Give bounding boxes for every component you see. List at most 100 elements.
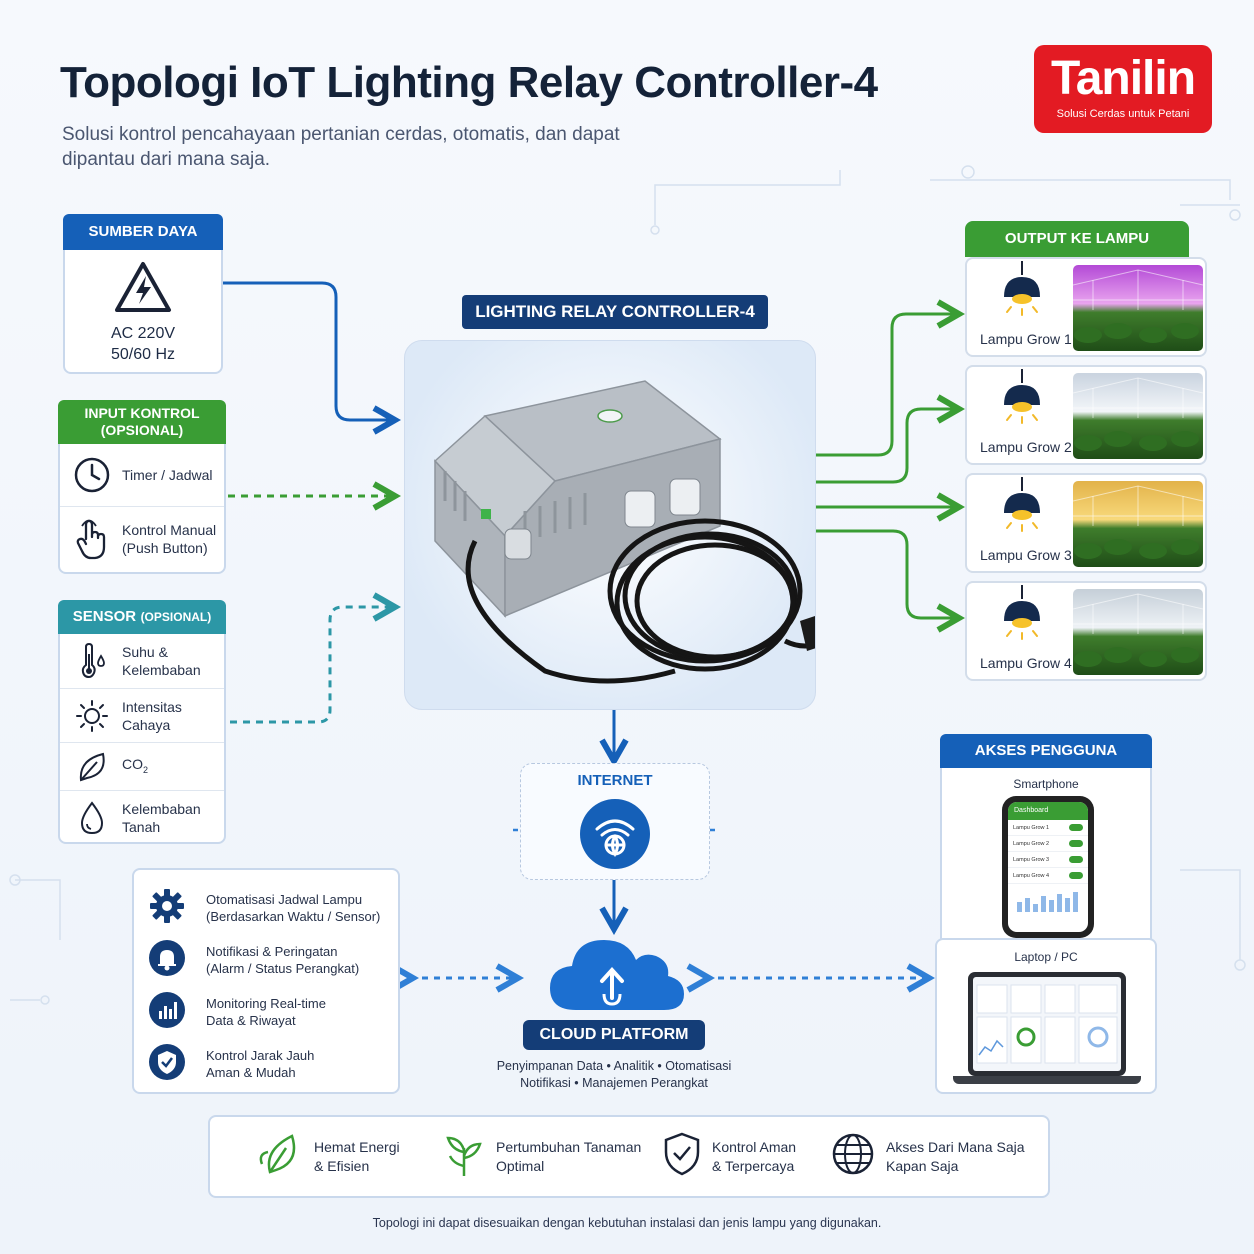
bell-icon	[148, 939, 192, 982]
input-title-line1: INPUT KONTROL	[84, 405, 200, 421]
lamp-link-4	[814, 529, 956, 618]
power-link	[222, 281, 392, 420]
sensor-item-line1: Intensitas	[122, 698, 182, 715]
greenhouse-photo	[1073, 265, 1203, 351]
power-title: SUMBER DAYA	[63, 214, 223, 250]
sensor-co2-label: CO	[122, 755, 143, 772]
smartphone-label: Smartphone	[1013, 777, 1079, 791]
sensor-card: SENSOR (OPSIONAL) Suhu & Kelembaban Inte…	[58, 600, 226, 844]
input-item-line1: Kontrol Manual	[122, 521, 217, 538]
input-item-timer: Timer / Jadwal	[60, 444, 224, 506]
high-voltage-icon	[65, 260, 221, 319]
thermometer-icon	[72, 642, 112, 680]
lamp-output-1: Lampu Grow 1	[965, 257, 1207, 357]
logo-tagline: Solusi Cerdas untuk Petani	[1056, 108, 1190, 120]
toggle-switch[interactable]	[1069, 856, 1083, 863]
pendant-lamp-icon	[997, 261, 1047, 324]
access-title: AKSES PENGGUNA	[940, 734, 1152, 768]
gear-icon	[148, 887, 192, 930]
sensor-item-line2: Tanah	[122, 818, 161, 835]
lamp-output-label: Lampu Grow 1	[980, 331, 1072, 347]
phone-chart-icon	[1013, 888, 1083, 917]
shield-check-icon	[148, 1043, 192, 1086]
phone-dashboard-header: Dashboard	[1008, 802, 1088, 820]
drop-icon	[72, 800, 112, 836]
cloud-icon	[546, 930, 686, 1014]
user-access-phone-card: AKSES PENGGUNA Smartphone Dashboard Lamp…	[940, 734, 1152, 940]
leaf-icon	[72, 750, 112, 784]
phone-lamp-item: Lampu Grow 2	[1008, 836, 1088, 852]
sprout-icon	[442, 1130, 486, 1183]
output-title: OUTPUT KE LAMPU	[965, 221, 1189, 257]
relay-box-illustration	[433, 380, 837, 684]
power-voltage: AC 220V	[110, 325, 176, 342]
phone-lamp-label: Lampu Grow 1	[1013, 824, 1050, 831]
globe-icon	[830, 1131, 876, 1182]
benefit-line2: & Terpercaya	[712, 1157, 795, 1174]
lamp-output-4: Lampu Grow 4	[965, 581, 1207, 681]
lamp-link-2	[814, 409, 956, 484]
user-access-laptop-card: Laptop / PC	[935, 938, 1157, 1094]
benefit-line1: Kontrol Aman	[712, 1138, 797, 1155]
sensor-item-line1: Suhu &	[122, 644, 168, 660]
lamp-list: Lampu Grow 1 Lampu Grow 2 Lampu Grow 3 Lamp…	[965, 257, 1207, 687]
sun-icon	[72, 698, 112, 734]
sensor-item-line2: Kelembaban	[122, 662, 201, 678]
feature-item: Notifikasi & Peringatan(Alarm / Status P…	[148, 934, 398, 986]
internet-label: INTERNET	[577, 772, 653, 789]
cloud-desc-line1: Penyimpanan Data • Analitik • Otomatisas…	[496, 1059, 732, 1073]
power-source-card: SUMBER DAYA AC 220V 50/60 Hz	[63, 214, 223, 374]
toggle-switch[interactable]	[1069, 872, 1083, 879]
page-title: Topologi IoT Lighting Relay Controller-4	[60, 58, 878, 107]
toggle-switch[interactable]	[1069, 824, 1083, 831]
input-item-manual: Kontrol Manual (Push Button)	[60, 506, 224, 570]
controller-title: LIGHTING RELAY CONTROLLER-4	[462, 295, 768, 329]
hand-pointer-icon	[72, 517, 112, 561]
bar-chart-icon	[148, 991, 192, 1034]
benefit-line1: Akses Dari Mana Saja	[886, 1138, 1025, 1155]
benefit-item: Kontrol Aman & Terpercaya	[662, 1131, 830, 1182]
feature-list-card: Otomatisasi Jadwal Lampu(Berdasarkan Wak…	[132, 868, 400, 1094]
lamp-output-3: Lampu Grow 3	[965, 473, 1207, 573]
toggle-switch[interactable]	[1069, 840, 1083, 847]
feature-line1: Notifikasi & Peringatan	[206, 944, 338, 959]
greenhouse-photo	[1073, 373, 1203, 459]
benefit-line1: Pertumbuhan Tanaman	[496, 1138, 642, 1155]
sensor-item-soil: Kelembaban Tanah	[60, 790, 224, 844]
feature-line1: Kontrol Jarak Jauh	[206, 1048, 315, 1063]
benefit-line2: Kapan Saja	[886, 1157, 959, 1174]
sensor-co2-sub: 2	[143, 764, 149, 775]
phone-lamp-item: Lampu Grow 3	[1008, 852, 1088, 868]
controller-image-panel	[404, 340, 837, 710]
sensor-title-small: (OPSIONAL)	[140, 610, 212, 624]
lamp-output-2: Lampu Grow 2	[965, 365, 1207, 465]
sensor-item-light: Intensitas Cahaya	[60, 688, 224, 742]
sensor-title-main: SENSOR	[72, 608, 137, 625]
brand-logo: Tanilin Solusi Cerdas untuk Petani	[1034, 45, 1212, 133]
page-subtitle: Solusi kontrol pencahayaan pertanian cer…	[62, 124, 620, 170]
cloud-desc-line2: Notifikasi • Manajemen Perangkat	[520, 1076, 708, 1090]
sensor-title: SENSOR (OPSIONAL)	[58, 600, 226, 634]
input-item-label: Timer / Jadwal	[122, 467, 213, 483]
sensor-link	[230, 607, 392, 724]
sensor-item-co2: CO2	[60, 742, 224, 790]
input-title: INPUT KONTROL (OPSIONAL)	[58, 400, 226, 444]
benefit-item: Hemat Energi& Efisien	[256, 1130, 442, 1183]
clock-icon	[72, 456, 112, 494]
input-title-line2: (OPSIONAL)	[100, 422, 184, 438]
control-input-card: INPUT KONTROL (OPSIONAL) Timer / Jadwal …	[58, 400, 226, 574]
smartphone-mockup: Dashboard Lampu Grow 1 Lampu Grow 2 Lampu …	[1002, 796, 1094, 938]
input-item-line2: (Push Button)	[122, 539, 208, 556]
lamp-link-1	[814, 314, 956, 457]
internet-node: INTERNET	[520, 763, 710, 880]
logo-word: Tanilin	[1050, 52, 1196, 105]
benefit-line2: & Efisien	[314, 1157, 370, 1174]
phone-lamp-label: Lampu Grow 2	[1013, 840, 1050, 847]
laptop-mockup	[968, 972, 1126, 1076]
lamp-output-label: Lampu Grow 3	[980, 547, 1072, 563]
